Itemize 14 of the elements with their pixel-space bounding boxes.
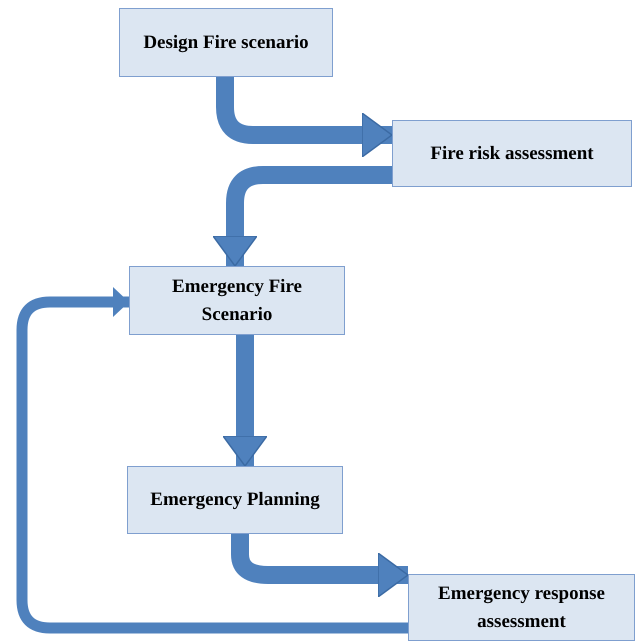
box-label: Fire risk assessment bbox=[430, 142, 594, 166]
process-box bbox=[127, 466, 343, 534]
block-arrow bbox=[216, 77, 393, 158]
process-box bbox=[119, 8, 333, 77]
block-arrow bbox=[222, 335, 268, 467]
box-label: Design Fire scenario bbox=[143, 30, 309, 55]
block-arrow bbox=[16, 287, 408, 634]
process-box bbox=[392, 120, 632, 187]
process-box bbox=[408, 574, 635, 641]
process-box bbox=[129, 266, 345, 335]
box-label: Emergency response assessment bbox=[437, 582, 606, 634]
block-arrow bbox=[212, 166, 392, 267]
box-label: Emergency Fire Scenario bbox=[171, 274, 303, 326]
box-label: Emergency Planning bbox=[150, 488, 320, 512]
